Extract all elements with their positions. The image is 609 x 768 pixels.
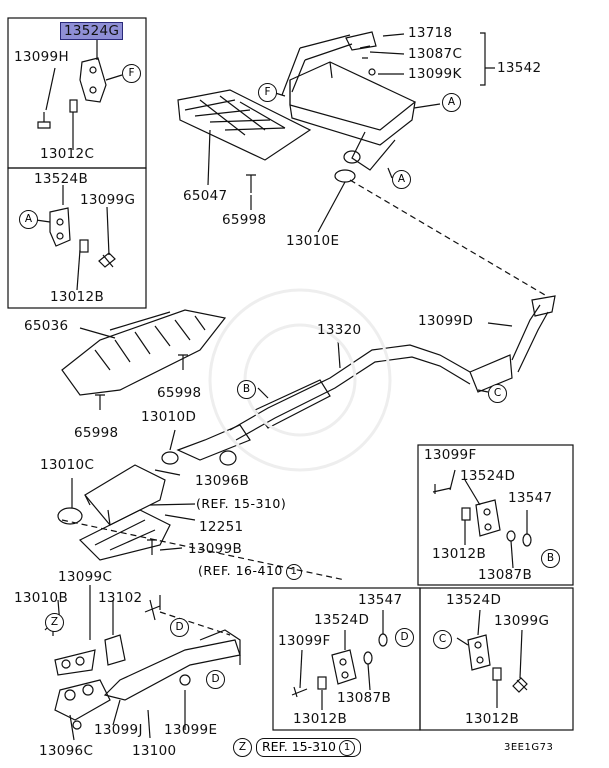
drawing-code: 3EE1G73 [504,742,554,753]
callout-b-2[interactable]: B [541,549,560,568]
callout-d-3[interactable]: D [206,670,225,689]
bottom-ref-number: 1 [339,739,355,756]
part-13012c[interactable]: 13012C [40,146,95,162]
callout-b-1[interactable]: B [237,380,256,399]
part-13087c[interactable]: 13087C [408,46,463,62]
part-13087b-mid[interactable]: 13087B [337,690,392,706]
callout-d-1[interactable]: D [395,628,414,647]
part-13547-right[interactable]: 13547 [508,490,553,506]
part-13718[interactable]: 13718 [408,25,453,41]
callout-a-3[interactable]: A [19,210,38,229]
inset-box-13524d-bottom [419,587,574,731]
inset-box-13524d-mid [272,587,421,731]
part-13524g[interactable]: 13524G [60,22,124,40]
part-65998-mid2[interactable]: 65998 [74,425,119,441]
bottom-ref-z: Z [233,738,252,757]
part-13102[interactable]: 13102 [98,590,143,606]
callout-f-2[interactable]: F [258,83,277,102]
part-13012b-mid[interactable]: 13012B [293,711,348,727]
callout-c-2[interactable]: C [433,630,452,649]
part-13099j[interactable]: 13099J [94,722,143,738]
part-13099g-left[interactable]: 13099G [80,192,136,208]
part-13087b-right[interactable]: 13087B [478,567,533,583]
part-13542[interactable]: 13542 [497,60,542,76]
callout-a-2[interactable]: A [392,170,411,189]
part-13099k[interactable]: 13099K [408,66,462,82]
part-13100[interactable]: 13100 [132,743,177,759]
part-13524d-bottom[interactable]: 13524D [446,592,502,608]
part-13096c[interactable]: 13096C [39,743,94,759]
part-13320[interactable]: 13320 [317,322,362,338]
part-13012b-bottom[interactable]: 13012B [465,711,520,727]
part-13099f-mid[interactable]: 13099F [278,633,331,649]
callout-f-1[interactable]: F [122,64,141,83]
part-65998-top[interactable]: 65998 [222,212,267,228]
part-13010d[interactable]: 13010D [141,409,197,425]
callout-a-1[interactable]: A [442,93,461,112]
part-13012b-right[interactable]: 13012B [432,546,487,562]
callout-d-2[interactable]: D [170,618,189,637]
part-13547-mid[interactable]: 13547 [358,592,403,608]
part-65047[interactable]: 65047 [183,188,228,204]
part-65998-mid1[interactable]: 65998 [157,385,202,401]
ref-15-310[interactable]: (REF. 15-310) [196,496,287,511]
part-13099f-right[interactable]: 13099F [424,447,477,463]
part-13010c[interactable]: 13010C [40,457,95,473]
part-13524d-right[interactable]: 13524D [460,468,516,484]
part-65036[interactable]: 65036 [24,318,69,334]
part-13099d[interactable]: 13099D [418,313,474,329]
part-13099g-bottom[interactable]: 13099G [494,613,550,629]
part-13012b-left[interactable]: 13012B [50,289,105,305]
callout-c-1[interactable]: C [488,384,507,403]
ref-number-circle: 1 [285,563,302,580]
inset-box-13524b [7,167,147,309]
part-13524b[interactable]: 13524B [34,171,89,187]
part-12251[interactable]: 12251 [199,519,244,535]
part-13099b[interactable]: 13099B [188,541,243,557]
callout-z[interactable]: Z [45,613,64,632]
part-13099h[interactable]: 13099H [14,49,69,65]
part-13010b[interactable]: 13010B [14,590,69,606]
part-13524d-mid[interactable]: 13524D [314,612,370,628]
part-13099c[interactable]: 13099C [58,569,113,585]
inset-box-13524d-right [417,444,574,586]
part-13010e[interactable]: 13010E [286,233,340,249]
part-13099e[interactable]: 13099E [164,722,218,738]
part-13096b[interactable]: 13096B [195,473,250,489]
